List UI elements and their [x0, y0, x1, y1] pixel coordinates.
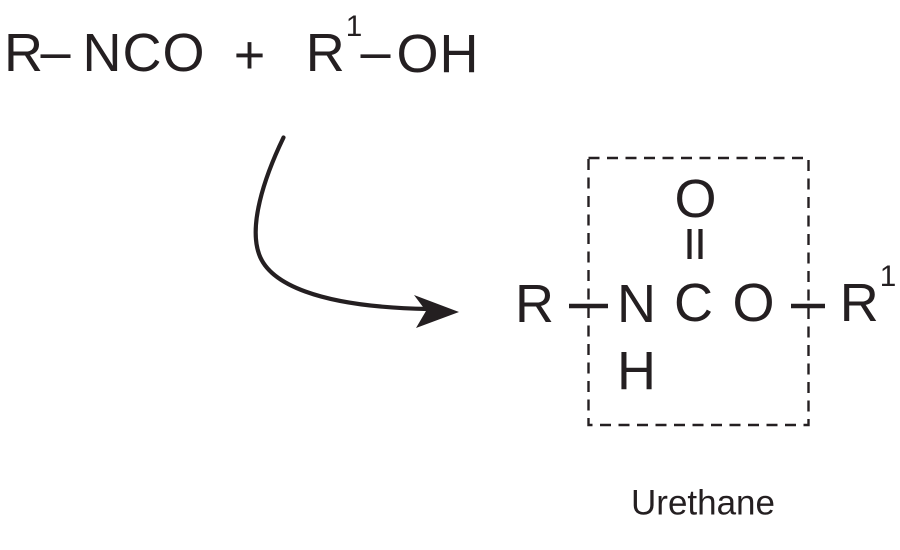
reactant2-superscript: 1: [345, 9, 363, 43]
reactant1-r-label: R: [4, 23, 44, 83]
product-r-right-base: R: [839, 273, 880, 333]
plus-sign: +: [233, 25, 267, 85]
product-r1-right-label: R1: [839, 261, 897, 333]
reaction-arrow: [253, 135, 431, 312]
reactant2-r1-label: R1: [305, 11, 363, 83]
reaction-arrowhead-icon: [414, 295, 459, 328]
reactant2-r-base: R: [305, 23, 346, 83]
reactant1-bond-dash: –: [40, 22, 72, 82]
product-ester-oxygen-label: O: [732, 273, 776, 333]
product-r-right-superscript: 1: [879, 259, 897, 293]
reactant1-nco-group: NCO: [82, 23, 206, 83]
reactant2-bond-dash: –: [360, 22, 392, 82]
product-carbonyl-oxygen-label: O: [674, 169, 718, 229]
product-r-left-label: R: [515, 274, 555, 334]
product-nitrogen-label: N: [617, 274, 657, 334]
product-carbon-label: C: [674, 273, 714, 333]
product-hydrogen-label: H: [617, 341, 657, 401]
urethane-dashed-box: [587, 156, 810, 427]
urethane-caption: Urethane: [631, 483, 775, 523]
reactant2-oh-group: OH: [396, 24, 480, 84]
